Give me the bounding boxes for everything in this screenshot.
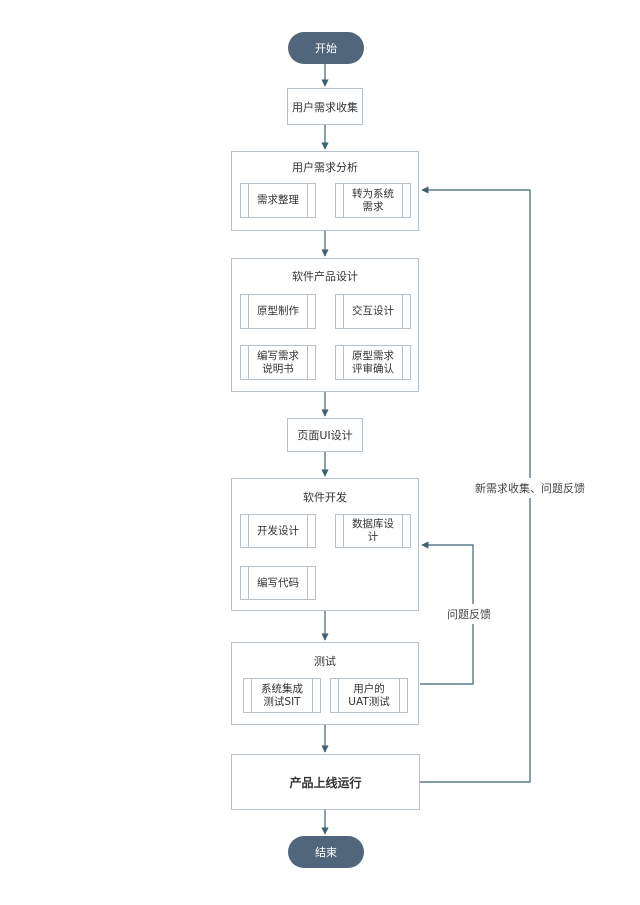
testing-title: 测试 [314, 655, 336, 668]
design-item-requirements-doc: 编写需求 说明书 [240, 345, 316, 380]
test-item-uat: 用户的 UAT测试 [330, 678, 408, 713]
feedback-short-label: 问题反馈 [447, 604, 491, 624]
end-node: 结束 [288, 836, 364, 868]
dev-item-coding: 编写代码 [240, 566, 316, 600]
start-node: 开始 [288, 32, 364, 64]
analysis-item-convert: 转为系统 需求 [335, 183, 411, 218]
ui-design-node: 页面UI设计 [287, 418, 363, 452]
collect-node: 用户需求收集 [287, 88, 363, 125]
dev-item-design: 开发设计 [240, 514, 316, 548]
dev-item-database: 数据库设 计 [335, 514, 411, 548]
feedback-long-label: 新需求收集、问题反馈 [475, 478, 585, 498]
launch-node: 产品上线运行 [231, 754, 420, 810]
development-title: 软件开发 [303, 491, 347, 504]
design-item-prototype-review: 原型需求 评审确认 [335, 345, 411, 380]
test-item-sit: 系统集成 测试SIT [243, 678, 321, 713]
design-item-prototype: 原型制作 [240, 294, 316, 329]
analysis-item-sort: 需求整理 [240, 183, 316, 218]
analysis-title: 用户需求分析 [292, 161, 358, 174]
product-design-title: 软件产品设计 [292, 270, 358, 283]
design-item-interaction: 交互设计 [335, 294, 411, 329]
